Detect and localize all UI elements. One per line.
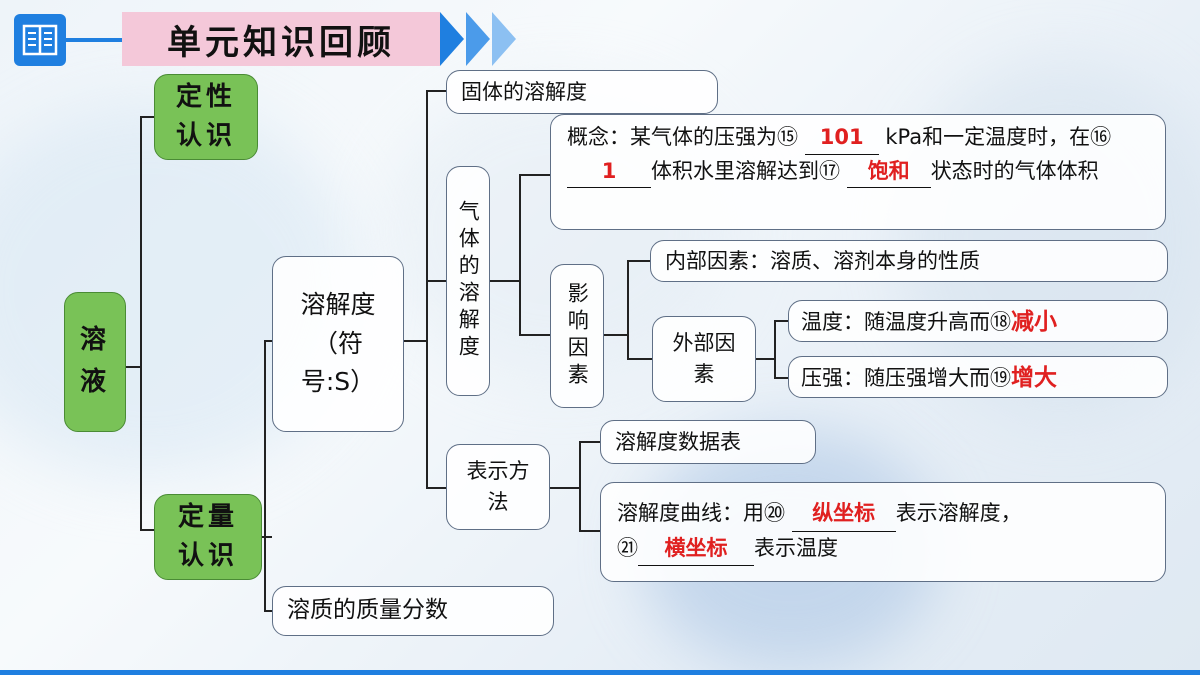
page-title: 单元知识回顾 [122, 12, 440, 66]
answer-20: 纵坐标 [792, 497, 896, 532]
solid-solubility-node: 固体的溶解度 [446, 70, 718, 114]
concept-suffix: 状态时的气体体积 [931, 159, 1099, 183]
answer-16: 1 [567, 155, 651, 189]
answer-21: 横坐标 [638, 532, 754, 567]
answer-18: 减小 [1011, 309, 1057, 335]
chevron-icon [492, 12, 516, 66]
quantitative-label: 定量认识 [169, 498, 247, 576]
internal-factor-node: 内部因素：溶质、溶剂本身的性质 [650, 240, 1168, 282]
external-factor-node: 外部因素 [652, 316, 756, 402]
factors-node: 影响因素 [550, 264, 604, 408]
concept-prefix: 概念：某气体的压强为⑮ [567, 125, 805, 149]
representation-node: 表示方法 [446, 444, 550, 530]
book-icon [14, 14, 66, 66]
header-bar [66, 38, 122, 42]
pressure-label: 压强：随压强增大而⑲ [801, 366, 1011, 390]
gas-solubility-label: 气体的溶解度 [453, 200, 483, 362]
representation-label: 表示方法 [465, 456, 531, 519]
internal-factor-label: 内部因素：溶质、溶剂本身的性质 [665, 249, 980, 273]
qualitative-label: 定性认识 [167, 78, 245, 156]
solid-solubility-label: 固体的溶解度 [461, 80, 587, 104]
curve-suffix: 表示温度 [754, 536, 838, 560]
root-label: 溶液 [75, 320, 115, 403]
factors-label: 影响因素 [562, 282, 592, 390]
chevron-icon [466, 12, 490, 66]
solubility-label: 溶解度（符号:S） [284, 286, 392, 402]
data-table-node: 溶解度数据表 [600, 420, 816, 464]
answer-15: 101 [805, 121, 879, 155]
mass-fraction-node: 溶质的质量分数 [272, 586, 554, 636]
answer-17: 饱和 [847, 155, 931, 189]
solubility-node: 溶解度（符号:S） [272, 256, 404, 432]
chevron-icon [440, 12, 464, 66]
gas-solubility-node: 气体的溶解度 [446, 166, 490, 396]
quantitative-node: 定量认识 [154, 494, 262, 580]
concept-mid1: kPa和一定温度时，在⑯ [879, 125, 1111, 149]
header: 单元知识回顾 [0, 0, 1200, 78]
mass-fraction-label: 溶质的质量分数 [287, 597, 448, 623]
curve-prefix: 溶解度曲线：用⑳ [617, 501, 792, 525]
external-factor-label: 外部因素 [671, 328, 737, 391]
answer-19: 增大 [1011, 365, 1057, 391]
pressure-node: 压强：随压强增大而⑲增大 [788, 356, 1168, 398]
temperature-node: 温度：随温度升高而⑱减小 [788, 300, 1168, 342]
bottom-bar [0, 670, 1200, 675]
root-node: 溶液 [64, 292, 126, 432]
qualitative-node: 定性认识 [154, 74, 258, 160]
curve-mid: 表示溶解度， [896, 501, 1022, 525]
title-box: 单元知识回顾 [122, 12, 440, 66]
curve-num21: ㉑ [617, 536, 638, 560]
concept-mid2: 体积水里溶解达到⑰ [651, 159, 847, 183]
temperature-label: 温度：随温度升高而⑱ [801, 310, 1011, 334]
data-table-label: 溶解度数据表 [615, 430, 741, 454]
